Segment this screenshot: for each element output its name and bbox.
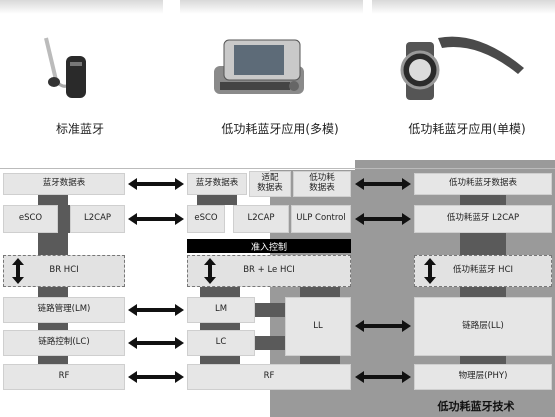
dual-hci-label: BR + Le HCI xyxy=(243,265,295,276)
connector xyxy=(255,336,285,350)
product-caption-classic: 标准蓝牙 xyxy=(55,122,104,136)
connector xyxy=(300,287,340,297)
dual-lm: LM xyxy=(187,297,255,323)
up-down-arrow-icon xyxy=(12,258,24,284)
connector xyxy=(255,303,285,317)
access-control-bar: 准入控制 xyxy=(187,239,351,253)
double-arrow-icon xyxy=(128,371,184,383)
connector xyxy=(200,356,240,364)
single-hci: 低功耗蓝牙 HCI xyxy=(414,255,552,287)
dual-le-profiles: 低功耗 数据表 xyxy=(293,171,351,197)
connector xyxy=(460,287,506,297)
dual-lc: LC xyxy=(187,330,255,356)
classic-hci: BR HCI xyxy=(3,255,125,287)
classic-profiles: 蓝牙数据表 xyxy=(3,173,125,195)
single-ll: 链路层(LL) xyxy=(414,297,552,356)
dual-ll: LL xyxy=(285,297,351,356)
single-profiles: 低功耗蓝牙数据表 xyxy=(414,173,552,195)
dual-esco: eSCO xyxy=(187,205,225,233)
double-arrow-icon xyxy=(128,337,184,349)
dual-ulp-control: ULP Control xyxy=(291,205,351,233)
header-band-center xyxy=(180,0,363,14)
header-band-left xyxy=(0,0,163,14)
classic-rf: RF xyxy=(3,364,125,390)
classic-lm: 链路管理(LM) xyxy=(3,297,125,323)
dual-adapt-profiles: 适配 数据表 xyxy=(249,171,291,197)
product-caption-single: 低功耗蓝牙应用(单模) xyxy=(408,122,526,136)
product-caption-dual: 低功耗蓝牙应用(多模) xyxy=(221,122,339,136)
classic-esco: eSCO xyxy=(3,205,58,233)
dual-profiles: 蓝牙数据表 xyxy=(187,173,247,195)
connector xyxy=(460,233,506,255)
connector xyxy=(200,287,240,297)
double-arrow-icon xyxy=(355,178,411,190)
connector xyxy=(460,356,506,364)
up-down-arrow-icon xyxy=(424,258,436,284)
footer-label: 低功耗蓝牙技术 xyxy=(437,400,515,413)
double-arrow-icon xyxy=(128,213,184,225)
dual-l2cap: L2CAP xyxy=(233,205,289,233)
up-down-arrow-icon xyxy=(204,258,216,284)
connector xyxy=(200,323,240,330)
connector xyxy=(38,233,68,255)
double-arrow-icon xyxy=(355,371,411,383)
classic-l2cap: L2CAP xyxy=(70,205,125,233)
double-arrow-icon xyxy=(355,213,411,225)
single-phy: 物理层(PHY) xyxy=(414,364,552,390)
le-region-top xyxy=(355,160,555,170)
connector xyxy=(300,356,340,364)
double-arrow-icon xyxy=(355,320,411,332)
watch-image xyxy=(400,36,524,100)
double-arrow-icon xyxy=(128,304,184,316)
classic-lc: 链路控制(LC) xyxy=(3,330,125,356)
header-band-right xyxy=(372,0,555,14)
double-arrow-icon xyxy=(128,178,184,190)
connector xyxy=(58,205,70,233)
single-l2cap: 低功耗蓝牙 L2CAP xyxy=(414,205,552,233)
connector xyxy=(197,195,237,205)
connector xyxy=(38,195,68,205)
dual-hci: BR + Le HCI xyxy=(187,255,351,287)
classic-hci-label: BR HCI xyxy=(49,265,79,276)
divider-line xyxy=(0,168,555,169)
single-hci-label: 低功耗蓝牙 HCI xyxy=(452,265,514,276)
phone-image xyxy=(214,39,304,94)
headset-image xyxy=(44,37,86,98)
dual-rf: RF xyxy=(187,364,351,390)
connector xyxy=(38,287,68,297)
connector xyxy=(38,323,68,330)
connector xyxy=(460,195,506,205)
connector xyxy=(38,356,68,364)
access-control-label: 准入控制 xyxy=(250,242,287,253)
